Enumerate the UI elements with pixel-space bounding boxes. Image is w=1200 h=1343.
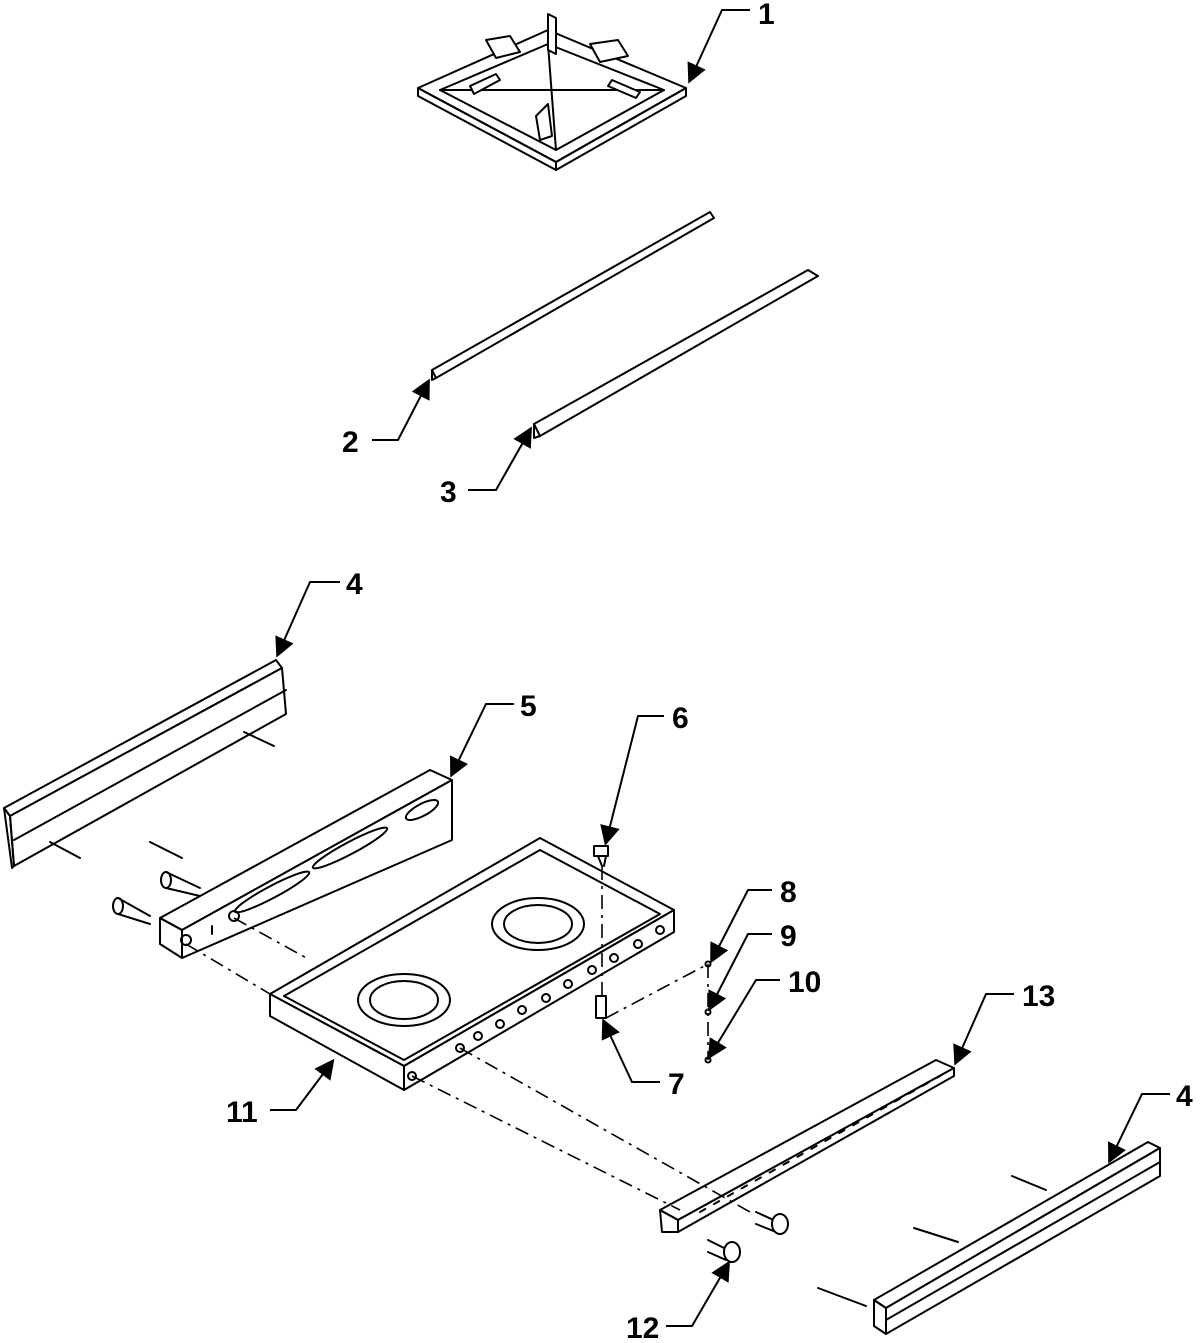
side-rail-right: [817, 1141, 1161, 1335]
callout-leaders: [270, 9, 1170, 1327]
callout-1: 1: [758, 0, 775, 31]
callout-labels: 1 2 3 4 5 6 7 8 9 10 11 12 13 4: [226, 0, 1193, 1343]
callout-8: 8: [780, 876, 797, 909]
callout-2: 2: [342, 426, 359, 459]
callout-11: 11: [226, 1096, 258, 1129]
trim-strip-lower: [533, 269, 819, 439]
front-bracket: [159, 769, 453, 959]
rear-bracket: [659, 1059, 955, 1233]
screw-right-upper: [755, 1211, 789, 1235]
callout-6: 6: [672, 702, 689, 735]
side-rail-left: [3, 659, 287, 869]
callout-5: 5: [520, 690, 537, 723]
callout-4-left: 4: [346, 568, 363, 601]
burner-grate: [417, 13, 687, 171]
callout-13: 13: [1022, 980, 1055, 1013]
callout-9: 9: [780, 920, 797, 953]
screw-right-lower: [707, 1239, 741, 1263]
callout-10: 10: [788, 966, 821, 999]
callout-7: 7: [668, 1068, 685, 1101]
pin: [593, 845, 609, 867]
callout-3: 3: [440, 476, 457, 509]
screw-left-lower: [112, 897, 151, 925]
burner-box: [269, 837, 675, 1091]
clip: [595, 995, 607, 1019]
callout-12: 12: [626, 1312, 659, 1343]
trim-strip-upper: [431, 211, 715, 381]
screw-left-upper: [160, 871, 201, 897]
callout-4-right: 4: [1176, 1080, 1193, 1113]
